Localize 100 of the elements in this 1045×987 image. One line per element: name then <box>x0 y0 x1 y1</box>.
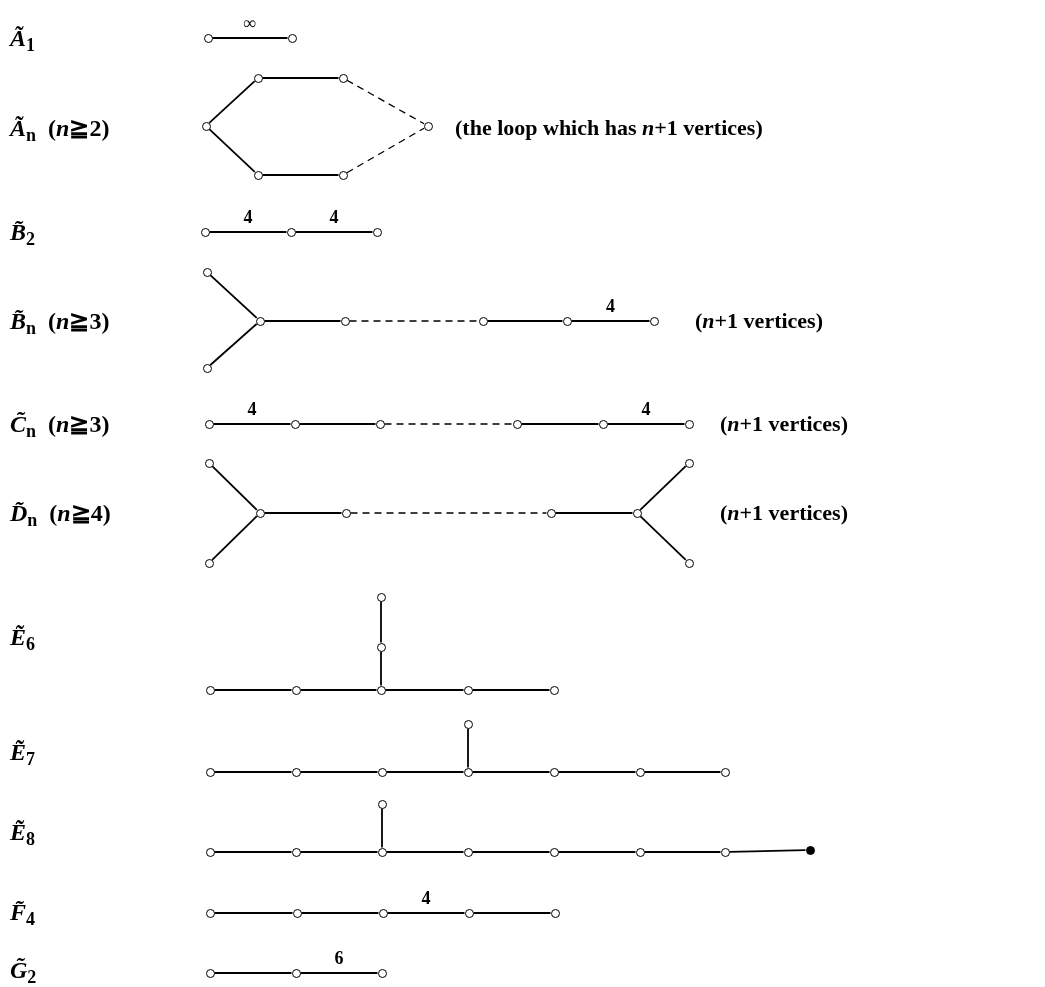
edge <box>261 174 340 176</box>
vertex <box>255 508 265 518</box>
vertex <box>375 419 385 429</box>
edge <box>213 771 293 773</box>
edge <box>381 807 383 849</box>
vertex <box>286 227 296 237</box>
vertex <box>684 558 694 568</box>
vertex <box>376 642 386 652</box>
vertex <box>205 847 215 857</box>
vertex <box>549 767 559 777</box>
edge-label: 4 <box>327 208 341 226</box>
edge <box>300 912 380 914</box>
vertex <box>377 968 387 978</box>
edge <box>263 320 342 322</box>
vertex <box>377 767 387 777</box>
vertex <box>291 847 301 857</box>
vertex <box>463 719 473 729</box>
note: (the loop which has n+1 vertices) <box>455 117 763 139</box>
vertex <box>423 121 433 131</box>
edge <box>211 37 289 39</box>
edge <box>384 689 465 691</box>
vertex <box>632 508 642 518</box>
edge <box>209 274 258 319</box>
edge <box>472 912 552 914</box>
edge <box>208 231 288 233</box>
vertex <box>684 458 694 468</box>
edge <box>380 650 382 687</box>
filled-vertex <box>805 845 815 855</box>
vertex <box>376 592 386 602</box>
diagram-type-label: B̃$_{2}$ <box>10 220 35 244</box>
vertex <box>204 558 214 568</box>
edge <box>213 689 293 691</box>
diagram-type-label: D̃$_{n}$ (n≧4) <box>10 501 111 525</box>
vertex <box>291 685 301 695</box>
edge <box>211 465 258 511</box>
vertex <box>203 33 213 43</box>
edge <box>380 600 382 644</box>
vertex <box>291 968 301 978</box>
edge <box>299 972 379 974</box>
edge <box>486 320 564 322</box>
dashed-edge <box>348 320 480 322</box>
edge-label: 4 <box>604 297 617 315</box>
vertex <box>341 508 351 518</box>
vertex <box>340 316 350 326</box>
edge-label: 6 <box>332 949 346 967</box>
vertex <box>635 767 645 777</box>
diagram-type-label: C̃$_{n}$ (n≧3) <box>10 412 110 436</box>
vertex <box>253 170 263 180</box>
vertex <box>338 170 348 180</box>
vertex <box>202 363 212 373</box>
edge <box>467 727 469 769</box>
edge <box>385 851 465 853</box>
dashed-edge <box>349 512 548 514</box>
edge <box>639 515 687 561</box>
vertex <box>635 847 645 857</box>
edge-label: 4 <box>245 400 259 418</box>
vertex <box>562 316 572 326</box>
vertex <box>649 316 659 326</box>
diagram-type-label: Ã$_{n}$ (n≧2) <box>10 116 110 140</box>
diagram-type-label: Ẽ$_{6}$ <box>10 625 35 649</box>
vertex <box>292 908 302 918</box>
edge <box>557 851 637 853</box>
diagram-type-label: B̃$_{n}$ (n≧3) <box>10 309 110 333</box>
edge <box>299 689 378 691</box>
edge <box>213 972 293 974</box>
edge <box>471 771 551 773</box>
edge <box>643 771 722 773</box>
note: (n+1 vertices) <box>720 502 848 524</box>
vertex <box>205 908 215 918</box>
edge <box>208 128 256 173</box>
vertex <box>253 73 263 83</box>
vertex <box>338 73 348 83</box>
dashed-edge <box>346 79 425 125</box>
vertex <box>720 767 730 777</box>
vertex <box>684 419 694 429</box>
diagram-type-label: Ẽ$_{8}$ <box>10 820 35 844</box>
vertex <box>463 847 473 857</box>
vertex <box>464 908 474 918</box>
vertex <box>205 968 215 978</box>
edge <box>209 323 258 366</box>
edge <box>294 231 374 233</box>
vertex <box>720 847 730 857</box>
edge <box>557 771 637 773</box>
vertex <box>201 121 211 131</box>
edge <box>606 423 686 425</box>
edge <box>471 689 551 691</box>
edge <box>643 851 722 853</box>
vertex <box>463 685 473 695</box>
edge <box>213 912 294 914</box>
edge <box>263 512 343 514</box>
edge <box>639 465 687 511</box>
edge <box>385 771 465 773</box>
edge <box>728 849 807 853</box>
vertex <box>512 419 522 429</box>
vertex <box>377 799 387 809</box>
dashed-edge <box>346 127 425 174</box>
diagram-type-label: Ã$_{1}$ <box>10 26 35 50</box>
vertex <box>549 847 559 857</box>
vertex <box>377 847 387 857</box>
edge-label: 4 <box>639 400 653 418</box>
